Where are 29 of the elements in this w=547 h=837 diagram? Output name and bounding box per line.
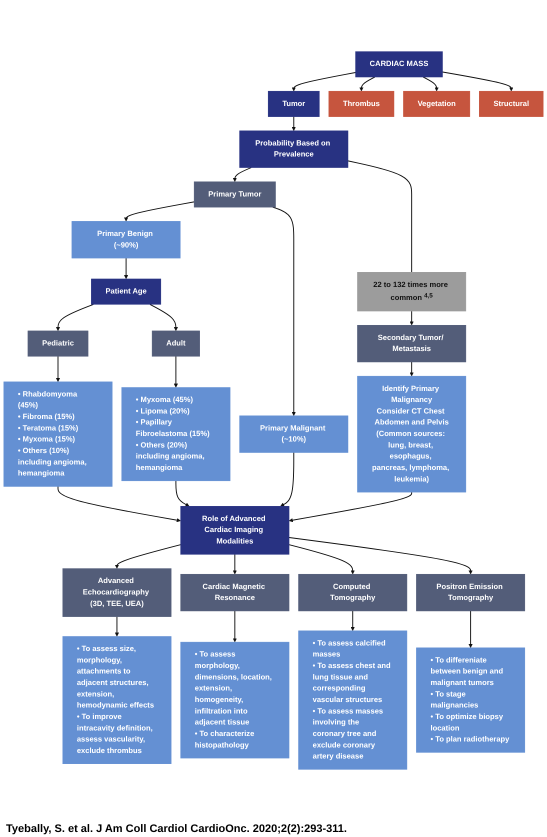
- arrow: [280, 452, 294, 506]
- arrow: [56, 304, 94, 332]
- citation-caption: Tyebally, S. et al. J Am Coll Cardiol CardioOnc. 2020;2(2):293-311.: [5, 822, 348, 837]
- arrow: [175, 480, 190, 506]
- arrow: [288, 537, 473, 574]
- arrow: [350, 610, 355, 631]
- arrow: [124, 201, 195, 222]
- arrow: [124, 258, 128, 280]
- arrow: [422, 76, 439, 92]
- arrow: [468, 610, 473, 648]
- arrow: [442, 72, 514, 92]
- arrow: [410, 310, 414, 326]
- arrow: [359, 76, 376, 92]
- arrow: [56, 356, 60, 382]
- arrow: [288, 544, 355, 574]
- arrow: [114, 616, 120, 637]
- arrow: [174, 356, 178, 388]
- arrow: [292, 72, 356, 92]
- arrow: [410, 362, 414, 376]
- arrow: [232, 554, 237, 574]
- arrow: [272, 206, 296, 416]
- arrow: [232, 610, 237, 642]
- arrow: [288, 492, 412, 522]
- arrow: [58, 486, 181, 522]
- connector: [348, 160, 412, 273]
- arrow: [292, 116, 296, 131]
- arrow: [150, 304, 178, 332]
- arrow: [232, 167, 252, 182]
- arrow: [114, 544, 182, 569]
